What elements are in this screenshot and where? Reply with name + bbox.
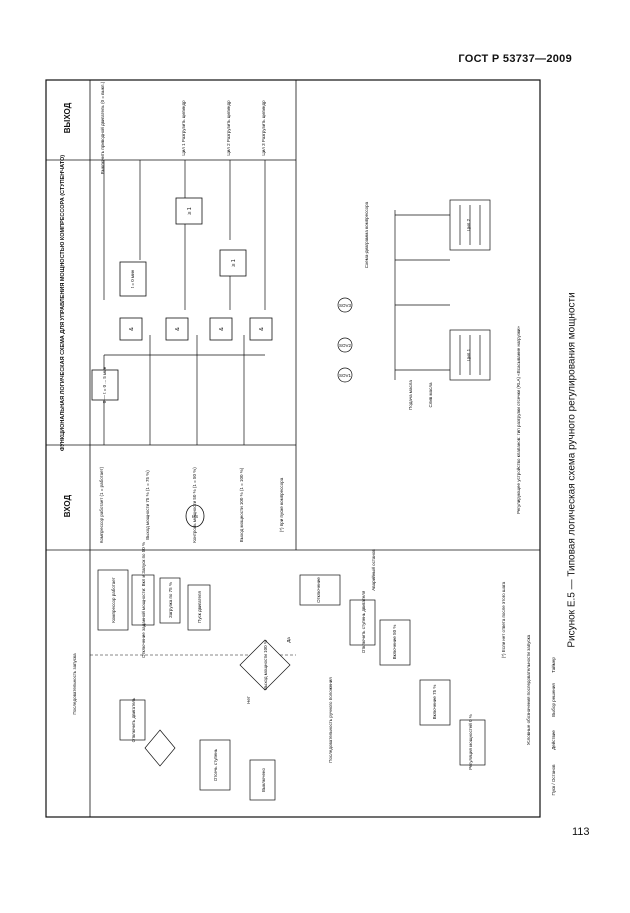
svg-text:Пуск / Останов: Пуск / Останов: [551, 764, 556, 796]
flowchart: [97, 569, 486, 801]
outputs: Выключить приводной двигатель (0 = выкл.…: [99, 81, 266, 174]
svg-text:Отключить ступень двигателя: Отключить ступень двигателя: [361, 590, 366, 653]
svg-text:Отключить двигатель: Отключить двигатель: [131, 697, 136, 742]
and-gate-1: [119, 317, 143, 341]
svg-text:Последовательность ручного пол: Последовательность ручного положения: [328, 677, 333, 763]
input-1: Компрессор работает (1 = работает): [99, 466, 104, 543]
hs-label: HS: [192, 514, 198, 519]
sensor-b: [337, 337, 353, 353]
output-1: Выключить приводной двигатель (0 = выкл.…: [99, 81, 105, 174]
svg-text:Слив масла: Слив масла: [428, 382, 433, 408]
svg-text:Цил 2: Цил 2: [466, 218, 471, 231]
svg-text:Подача масла: Подача масла: [408, 380, 413, 410]
svg-text:&: &: [129, 327, 135, 331]
and-gate-4: [249, 317, 273, 341]
compressor-scheme: [337, 199, 491, 383]
svg-text:SOV3: SOV3: [339, 303, 352, 308]
sensor-a: [337, 367, 353, 383]
svg-text:(*) Если нет ответа после этог: (*) Если нет ответа после этого шага: [501, 581, 506, 658]
flowchart-labels: Последовательность запуска Компрессор ра…: [72, 542, 473, 792]
hs-switch-symbol: [185, 504, 205, 528]
or-gate-2: [219, 249, 247, 277]
section-headers: ВХОД ВЫХОД ФУНКЦИОНАЛЬНАЯ ЛОГИЧЕСКАЯ СХЕ…: [60, 102, 72, 517]
sheet-frame: [45, 79, 541, 818]
svg-text:SOV1: SOV1: [339, 373, 352, 378]
svg-text:Нет: Нет: [246, 696, 251, 704]
standard-number: ГОСТ Р 53737—2009: [458, 53, 572, 65]
svg-text:Действие: Действие: [550, 730, 556, 750]
output-3: Цил 2 Разгрузить цилиндр: [226, 100, 231, 156]
svg-text:0 — t = 0 ... 5 мин: 0 — t = 0 ... 5 мин: [102, 366, 107, 403]
svg-text:Выбор решения: Выбор решения: [551, 683, 556, 717]
svg-text:Схема-диаграмма компрессора: Схема-диаграмма компрессора: [364, 201, 369, 268]
sensor-c: [337, 297, 353, 313]
svg-text:Цил 1: Цил 1: [466, 348, 471, 361]
svg-text:Таймер: Таймер: [550, 657, 556, 673]
svg-text:Регуляция мощностей 0 %: Регуляция мощностей 0 %: [467, 714, 473, 770]
timer-block-2: [119, 261, 147, 297]
svg-text:Условные обозначения последова: Условные обозначения последовательности …: [526, 634, 531, 745]
function-header: ФУНКЦИОНАЛЬНАЯ ЛОГИЧЕСКАЯ СХЕМА ДЛЯ УПРА…: [60, 155, 66, 451]
svg-text:SOV2: SOV2: [339, 343, 352, 348]
input-header: ВХОД: [63, 494, 72, 517]
svg-text:Пуск двигателя: Пуск двигателя: [197, 591, 202, 623]
svg-text:&: &: [219, 327, 225, 331]
logic-blocks: [91, 197, 273, 401]
legend: Условные обозначения последовательности …: [501, 581, 556, 795]
svg-text:t = 0 мин: t = 0 мин: [130, 269, 135, 288]
logic-block-labels: 0 — t = 0 ... 5 мин t = 0 мин & & & & ≥ …: [102, 207, 265, 403]
svg-text:Включение 50 %: Включение 50 %: [392, 625, 397, 660]
svg-text:Последовательность запуска: Последовательность запуска: [72, 653, 77, 715]
svg-text:&: &: [175, 327, 181, 331]
inputs: Компрессор работает (1 = работает) Выход…: [99, 466, 284, 543]
output-2: Цил 1 Разгрузить цилиндр: [181, 100, 186, 156]
svg-text:Отсечь ступень: Отсечь ступень: [213, 748, 218, 781]
output-header: ВЫХОД: [63, 102, 72, 133]
svg-text:Да: Да: [286, 637, 291, 643]
input-note: (*) при пуске компрессора: [279, 477, 284, 532]
svg-text:Отключение: Отключение: [316, 577, 321, 603]
output-4: Цил 3 Разгрузить цилиндр: [261, 100, 266, 156]
svg-text:&: &: [259, 327, 265, 331]
cylinder-2: [449, 199, 491, 251]
svg-text:Аварийный останов: Аварийный останов: [370, 549, 376, 591]
or-gate-1: [175, 197, 203, 225]
and-gate-2: [165, 317, 189, 341]
svg-text:Отключение заданной мощности:: Отключение заданной мощности: Вкл и Запу…: [140, 542, 146, 658]
timer-block-1: [91, 369, 119, 401]
svg-text:≥ 1: ≥ 1: [231, 259, 237, 267]
svg-text:≥ 1: ≥ 1: [187, 207, 193, 215]
svg-text:Регулирующее устройство клапан: Регулирующее устройство клапанов: тип ра…: [515, 326, 521, 514]
page-number: 113: [572, 826, 590, 838]
svg-text:Выход мощности 100 %: Выход мощности 100 %: [263, 640, 268, 690]
input-2: Выход мощности 75 % (1 = 75 %): [145, 470, 150, 540]
svg-text:Включение 75 %: Включение 75 %: [432, 685, 437, 720]
svg-text:Компрессор работает: Компрессор работает: [111, 577, 116, 622]
svg-text:Выключено: Выключено: [261, 768, 266, 792]
cylinder-1: [449, 329, 491, 381]
scheme-labels: Схема-диаграмма компрессора Цил 1 Цил 2 …: [339, 201, 521, 514]
and-gate-3: [209, 317, 233, 341]
svg-text:Загрузка по 75 %: Загрузка по 75 %: [168, 582, 173, 618]
input-4: Выход мощности 100 % (1 = 100 %): [239, 467, 244, 542]
